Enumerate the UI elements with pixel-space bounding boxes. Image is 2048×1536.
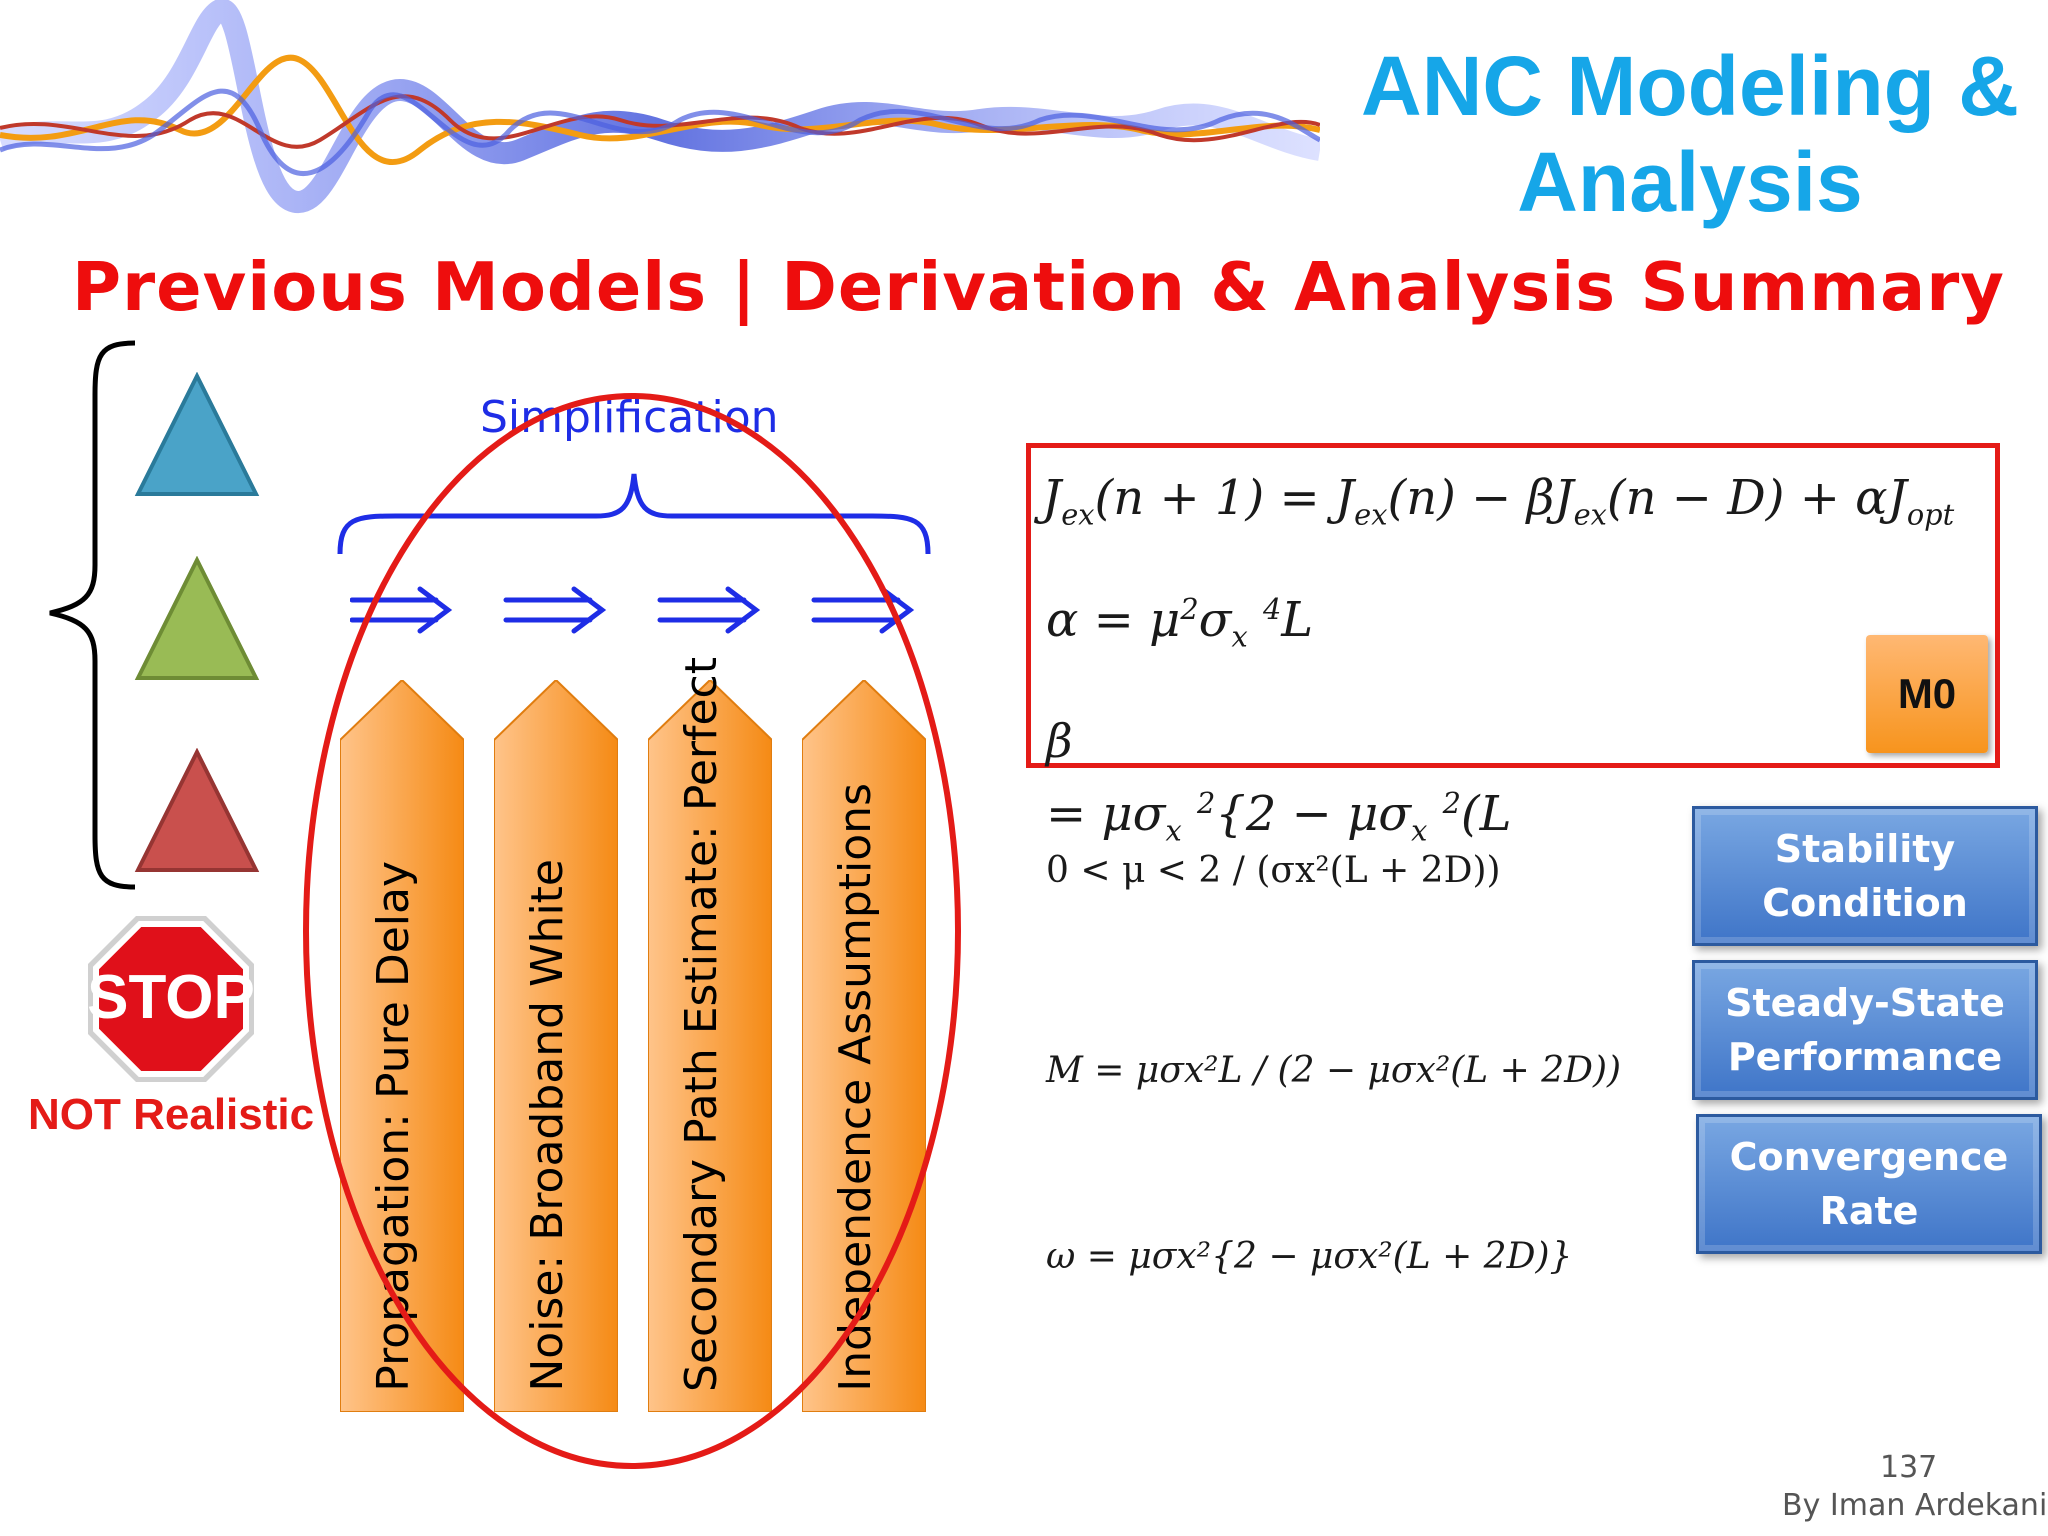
- page-number: 137: [1880, 1450, 1938, 1485]
- convergence-rate-button[interactable]: Convergence Rate: [1696, 1114, 2042, 1254]
- beta-equation-rhs: = μσx 2{2 − μσx 2(L: [1046, 786, 1512, 848]
- stability-equation: 0 < μ < 2 / (σx²(L + 2D)): [1046, 850, 1501, 891]
- wave-banner: [0, 0, 1320, 213]
- implies-arrow-3: [657, 586, 761, 634]
- stability-condition-button[interactable]: Stability Condition: [1692, 806, 2038, 946]
- triangle-icon-green: [134, 556, 260, 680]
- implies-arrow-2: [503, 586, 607, 634]
- recursion-equation: Jex(n + 1) = Jex(n) − βJex(n − D) + αJop…: [1042, 470, 1955, 532]
- alpha-equation: α = μ2σx 4L: [1046, 592, 1314, 654]
- slide-subtitle: Previous Models | Derivation & Analysis …: [72, 248, 2005, 326]
- misadjustment-equation: M = μσx²L / (2 − μσx²(L + 2D)): [1046, 1050, 1622, 1091]
- model-tag-m0: M0: [1866, 635, 1988, 753]
- assumption-arrow-3: Secondary Path Estimate: Perfect: [648, 657, 772, 1412]
- author-byline: By Iman Ardekani: [1782, 1488, 2048, 1523]
- left-brace: [49, 340, 136, 890]
- model-equations-box: [1026, 443, 2000, 768]
- triangle-icon-blue: [134, 372, 260, 496]
- slide-title: ANC Modeling & Analysis: [1361, 39, 2019, 229]
- triangle-icon-red: [134, 748, 260, 872]
- beta-equation: β: [1046, 714, 1073, 768]
- highlight-ellipse: [303, 393, 961, 1469]
- simplification-brace: [337, 473, 931, 555]
- stop-sign-icon: STOP: [87, 916, 255, 1082]
- not-realistic-label: NOT Realistic: [28, 1090, 315, 1139]
- steady-state-performance-button[interactable]: Steady-State Performance: [1692, 960, 2038, 1100]
- assumption-arrow-4: Independence Assumptions: [802, 680, 926, 1412]
- stop-sign-text: STOP: [87, 963, 255, 1032]
- convergence-equation: ω = μσx²{2 − μσx²(L + 2D)}: [1046, 1236, 1573, 1277]
- implies-arrows: [350, 586, 915, 634]
- assumption-arrow-1: Propagation: Pure Delay: [340, 680, 464, 1412]
- assumption-arrow-2: Noise: Broadband White: [494, 680, 618, 1412]
- implies-arrow-4: [811, 586, 915, 634]
